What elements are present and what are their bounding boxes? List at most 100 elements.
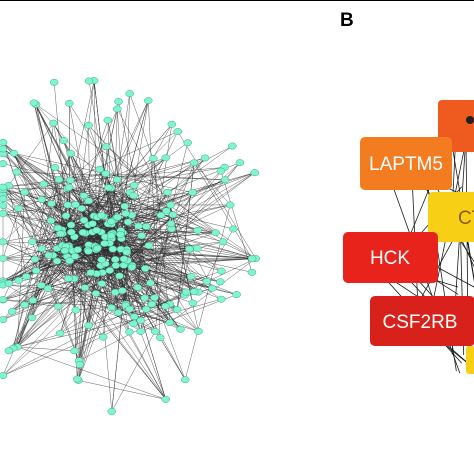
network-node <box>61 212 71 220</box>
network-edge <box>69 260 194 304</box>
network-edge <box>26 276 170 323</box>
network-node <box>136 317 146 324</box>
network-edge <box>176 162 195 310</box>
network-node <box>163 188 172 196</box>
network-node <box>7 307 17 315</box>
network-edge <box>177 131 256 259</box>
network-node <box>129 313 139 321</box>
network-edge <box>171 228 224 243</box>
network-node <box>189 159 199 167</box>
network-node <box>146 279 155 287</box>
network-edge <box>116 179 256 259</box>
network-node <box>180 376 190 384</box>
network-node <box>114 98 123 105</box>
network-node <box>225 201 235 209</box>
network-node <box>194 327 203 335</box>
network-node <box>232 291 241 299</box>
network-edge <box>74 287 86 351</box>
hub-edge <box>449 130 474 281</box>
network-edge <box>58 162 195 229</box>
network-node <box>247 255 257 263</box>
network-node <box>167 120 177 128</box>
hub-label-ct: CT <box>458 208 474 229</box>
network-node <box>123 218 133 226</box>
hub-node-bottom <box>466 346 474 374</box>
network-node <box>173 128 183 136</box>
network-edge <box>2 153 86 234</box>
network-edge <box>184 204 231 380</box>
network-node <box>133 284 143 291</box>
network-node <box>150 294 159 302</box>
network-node <box>216 167 226 175</box>
network-edge <box>2 173 106 188</box>
network-node <box>100 239 109 247</box>
network-node <box>98 333 108 341</box>
network-node <box>29 99 39 107</box>
network-node <box>70 252 80 260</box>
network-node <box>120 202 129 210</box>
network-edge <box>176 248 192 310</box>
network-node <box>0 238 8 246</box>
network-node <box>22 273 31 280</box>
network-node <box>183 139 192 147</box>
network-edge <box>2 189 54 256</box>
network-node <box>39 180 49 188</box>
network-node <box>31 267 41 275</box>
network-edge <box>13 153 69 279</box>
network-node <box>116 230 125 238</box>
network-edge <box>115 232 216 266</box>
network-edge <box>17 108 118 348</box>
network-node <box>106 218 116 225</box>
network-node <box>125 328 134 336</box>
network-node <box>121 210 130 217</box>
network-edge <box>2 186 103 273</box>
network-node <box>14 205 23 212</box>
network-edge <box>111 221 198 249</box>
network-edge <box>138 225 222 272</box>
network-node <box>27 238 37 246</box>
network-edge <box>2 223 93 259</box>
network-edge <box>172 214 199 332</box>
network-edge <box>12 306 59 349</box>
network-edge <box>93 80 97 231</box>
network-node <box>186 272 196 280</box>
network-edge <box>108 167 225 188</box>
network-node <box>149 155 158 162</box>
network-node <box>104 184 113 192</box>
network-node <box>91 290 101 297</box>
network-edge <box>120 249 166 400</box>
network-edge <box>24 285 42 305</box>
panel-b-label: B <box>340 10 354 31</box>
network-node <box>106 232 116 240</box>
network-node <box>4 347 14 355</box>
network-edge <box>16 171 226 181</box>
network-node <box>161 154 170 162</box>
network-node <box>0 316 8 324</box>
network-node <box>70 347 79 355</box>
network-node <box>162 207 171 215</box>
network-node <box>125 90 134 98</box>
network-node <box>0 296 8 304</box>
network-edge <box>33 102 67 216</box>
network-node <box>114 309 123 317</box>
network-node <box>47 200 56 208</box>
network-edge <box>33 102 89 201</box>
network-node <box>118 287 127 295</box>
network-node <box>217 295 226 303</box>
network-node <box>111 262 121 269</box>
network-edge <box>2 248 113 282</box>
network-node <box>73 375 82 383</box>
network-node <box>150 327 160 335</box>
network-node <box>66 176 75 184</box>
network-node <box>113 105 122 113</box>
network-node <box>66 149 76 157</box>
network-node <box>141 305 151 313</box>
network-node <box>0 372 8 380</box>
network-node <box>228 142 237 150</box>
network-node <box>112 176 122 184</box>
network-edge <box>2 142 59 307</box>
network-edge <box>35 104 85 196</box>
network-node <box>101 170 110 178</box>
network-node <box>211 229 220 237</box>
network-node <box>37 245 47 253</box>
